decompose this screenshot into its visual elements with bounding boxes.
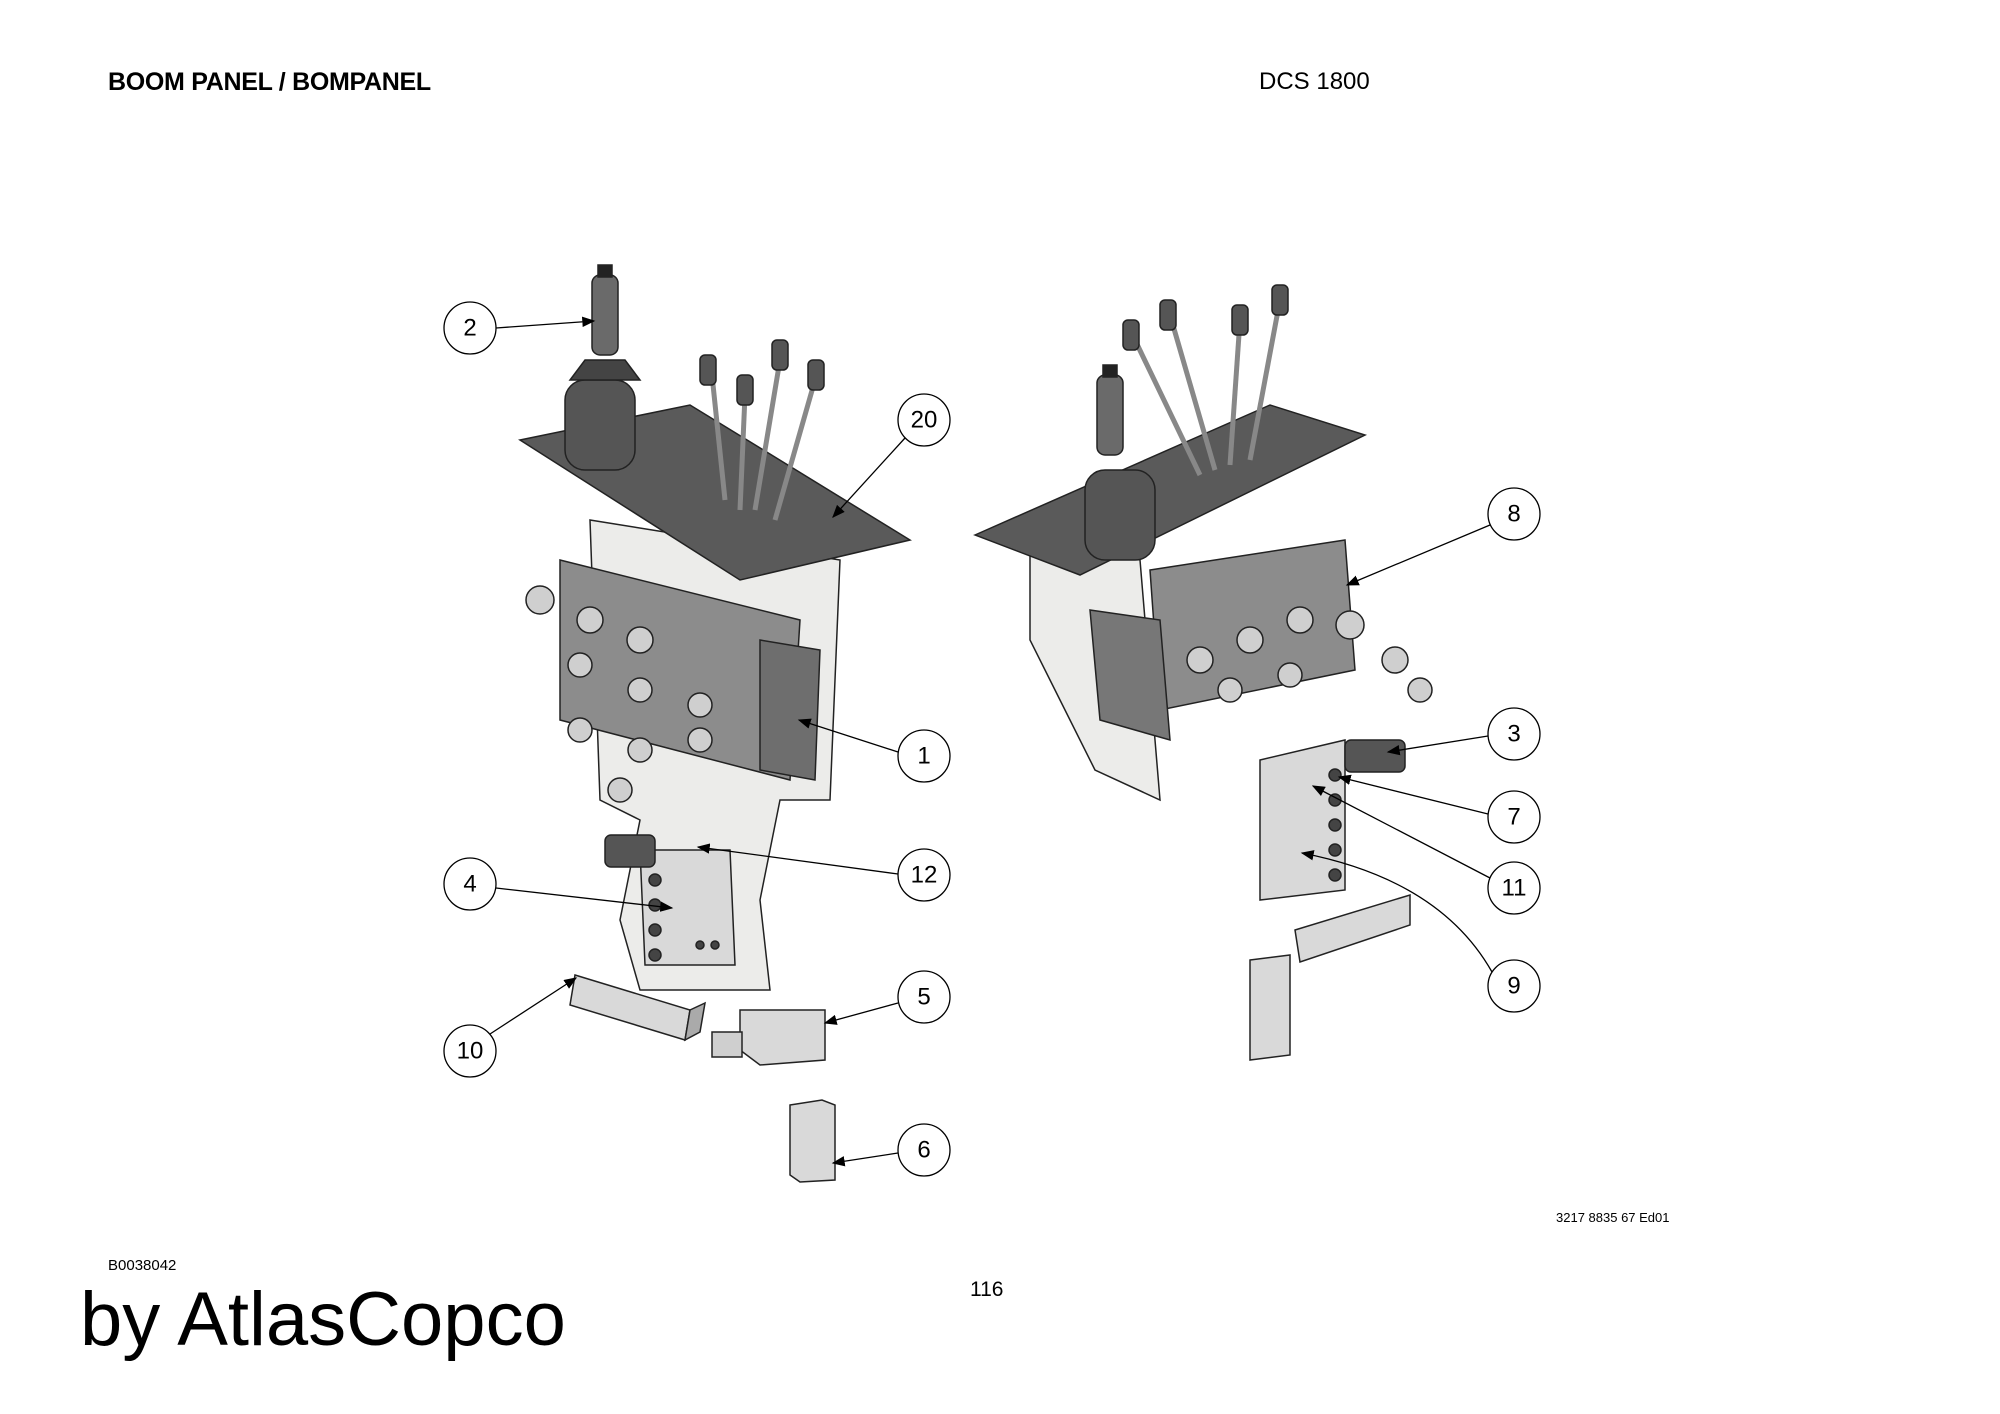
watermark: by AtlasCopco: [80, 1277, 566, 1362]
callout-9: 9: [1300, 850, 1541, 1013]
callout-20: 20: [832, 393, 951, 518]
page-number: 116: [970, 1278, 1004, 1301]
svg-text:11: 11: [1502, 875, 1527, 902]
svg-text:9: 9: [1507, 973, 1520, 1000]
model-name: DCS 1800: [1259, 68, 1370, 95]
svg-text:7: 7: [1507, 804, 1520, 831]
callout-6: 6: [831, 1123, 951, 1177]
callout-5: 5: [823, 970, 951, 1025]
svg-text:4: 4: [463, 871, 476, 898]
svg-text:1: 1: [917, 743, 930, 770]
page-title: BOOM PANEL / BOMPANEL: [108, 68, 431, 96]
callout-12: 12: [696, 843, 951, 902]
svg-text:8: 8: [1507, 501, 1520, 528]
left-assembly-drawing: [518, 264, 912, 1183]
callout-3: 3: [1386, 707, 1541, 761]
svg-text:10: 10: [457, 1038, 484, 1065]
callout-11: 11: [1311, 785, 1541, 915]
svg-text:20: 20: [911, 407, 938, 434]
svg-text:6: 6: [917, 1137, 930, 1164]
figure-id: B0038042: [108, 1257, 177, 1274]
svg-text:5: 5: [917, 984, 930, 1011]
svg-text:12: 12: [911, 862, 938, 889]
drawing-code: 3217 8835 67 Ed01: [1556, 1210, 1670, 1225]
callout-2: 2: [443, 301, 596, 355]
callouts: 2 20 8 1 3 7 12 4 11 9 5 10 6: [443, 301, 1541, 1177]
callout-7: 7: [1337, 774, 1541, 844]
callout-4: 4: [443, 857, 674, 912]
right-assembly-drawing: [973, 284, 1433, 1061]
svg-text:3: 3: [1507, 721, 1520, 748]
svg-text:2: 2: [463, 315, 476, 342]
callout-1: 1: [797, 718, 951, 783]
callout-8: 8: [1345, 487, 1541, 586]
callout-10: 10: [443, 977, 578, 1078]
